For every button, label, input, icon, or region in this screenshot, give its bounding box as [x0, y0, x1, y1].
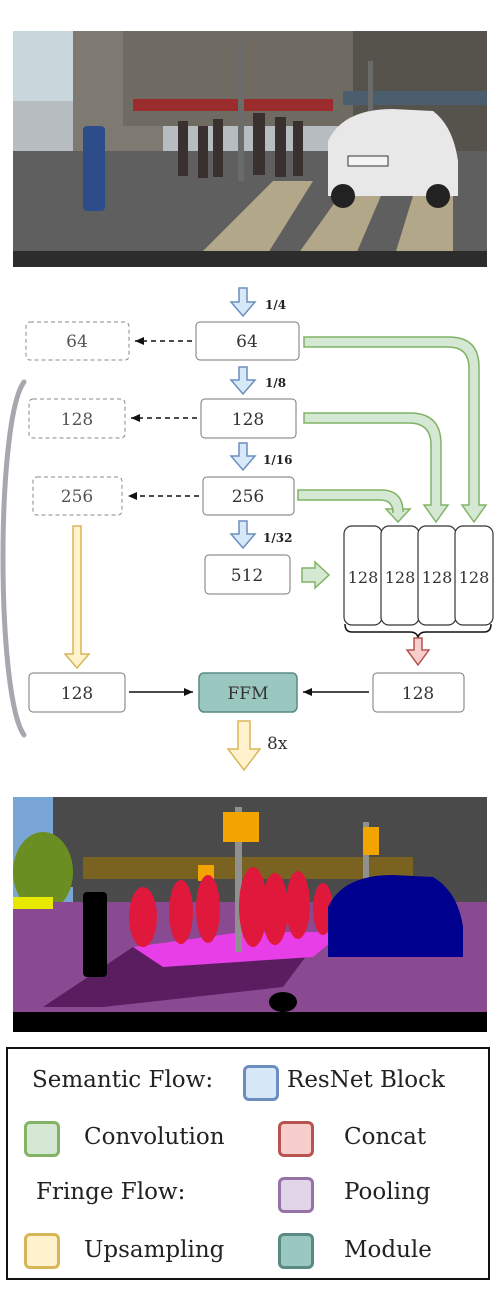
legend-swatch-resnet-block — [243, 1065, 279, 1101]
downsample-arrows — [229, 287, 257, 550]
conv-arrow-512 — [301, 560, 331, 590]
legend-swatch-module — [278, 1233, 314, 1269]
upsample-arrow-output — [226, 720, 262, 772]
bottom-left-box — [28, 672, 126, 713]
semantic-box-512 — [204, 554, 291, 595]
input-street-photo — [13, 31, 487, 267]
legend-label-convolution: Convolution — [84, 1124, 225, 1150]
semantic-box-128-label: 128 — [232, 410, 264, 430]
downsample-arrow-1 — [229, 287, 257, 318]
legend-swatch-upsampling — [24, 1233, 60, 1269]
upsample-factor-label: 8x — [267, 734, 288, 754]
legend-semantic-flow-label: Semantic Flow: — [32, 1067, 214, 1093]
fringe-box-128 — [28, 398, 126, 439]
concat-arrow — [405, 637, 431, 667]
concat-brace — [344, 623, 492, 640]
bottom-right-box — [372, 672, 465, 713]
semantic-box-512-label: 512 — [231, 566, 263, 586]
ffm-box — [198, 672, 298, 713]
concat-box-2-label: 128 — [385, 568, 416, 587]
concat-box-3-label: 128 — [422, 568, 453, 587]
fringe-box-128-label: 128 — [61, 410, 93, 430]
legend-label-concat: Concat — [344, 1124, 427, 1150]
legend-fringe-flow-label: Fringe Flow: — [36, 1179, 186, 1205]
concat-box-4 — [454, 525, 494, 626]
legend-label-resnet-block: ResNet Block — [287, 1067, 445, 1093]
segmentation-output-image — [13, 797, 487, 1032]
fringe-box-64 — [25, 321, 130, 361]
legend-swatch-convolution — [24, 1121, 60, 1157]
legend-swatch-concat — [278, 1121, 314, 1157]
downsample-arrow-3 — [229, 442, 257, 472]
concat-box-1-label: 128 — [348, 568, 379, 587]
ratio-label-3: 1/16 — [263, 453, 292, 467]
bottom-right-box-label: 128 — [402, 684, 434, 704]
downsample-arrow-2 — [229, 366, 257, 396]
conv-arrow-256 — [297, 489, 412, 524]
legend: Semantic Flow: ResNet Block Convolution … — [6, 1047, 490, 1280]
semantic-box-256 — [202, 476, 295, 516]
semantic-box-256-label: 256 — [232, 487, 264, 507]
downsample-arrow-4 — [229, 520, 257, 550]
conv-arrow-64 — [303, 336, 488, 524]
street-scene-image — [13, 31, 487, 267]
fringe-box-256-label: 256 — [61, 487, 93, 507]
ratio-label-4: 1/32 — [263, 531, 292, 545]
legend-label-module: Module — [344, 1237, 432, 1263]
upsample-arrow-fringe — [63, 525, 91, 670]
fringe-box-64-label: 64 — [66, 332, 88, 352]
ratio-label-1: 1/4 — [265, 298, 286, 312]
semantic-box-64-label: 64 — [236, 332, 258, 352]
fringe-flow-bracket — [0, 379, 27, 738]
segmentation-map — [13, 797, 487, 1032]
fringe-box-256 — [32, 476, 123, 516]
convolution-arrows — [297, 336, 488, 590]
bottom-left-box-label: 128 — [61, 684, 93, 704]
semantic-box-128 — [200, 398, 297, 439]
legend-swatch-pooling — [278, 1177, 314, 1213]
ratio-label-2: 1/8 — [265, 376, 286, 390]
legend-label-upsampling: Upsampling — [84, 1237, 225, 1263]
concat-box-4-label: 128 — [459, 568, 490, 587]
network-diagram: 1/4 1/8 1/16 1/32 64 128 256 512 64 128 … — [0, 287, 494, 772]
semantic-box-64 — [195, 321, 300, 361]
concat-group — [343, 525, 494, 626]
legend-label-pooling: Pooling — [344, 1179, 431, 1205]
conv-arrow-128 — [303, 412, 450, 524]
ffm-label: FFM — [228, 684, 269, 704]
